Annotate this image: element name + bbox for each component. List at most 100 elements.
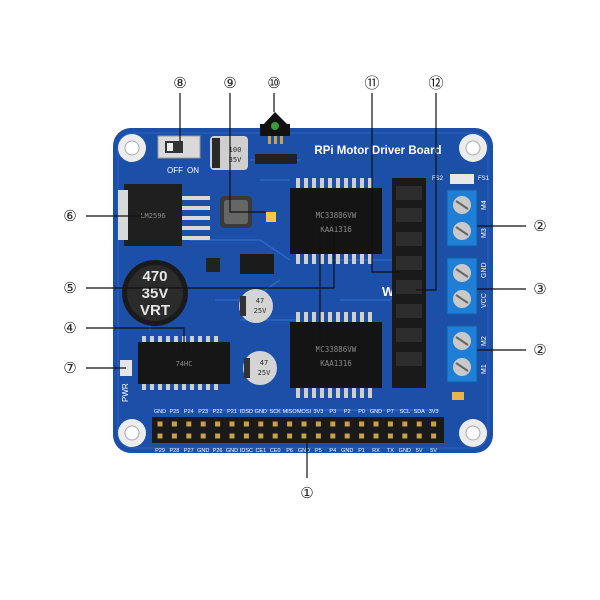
callout-6: ⑥ <box>63 207 76 225</box>
header-top-label: SCL <box>399 409 410 415</box>
header-bottom-label: CE1 <box>255 448 266 454</box>
gpio-header-body <box>152 417 444 443</box>
header-bottom-label: P5 <box>315 448 322 454</box>
gpio-pin <box>200 433 206 439</box>
diode-array <box>392 178 426 388</box>
callout-2-top: ② <box>533 217 546 235</box>
header-top-label: P2 <box>344 409 351 415</box>
header-top-label: 3V3 <box>314 409 324 415</box>
header-bottom-label: P28 <box>170 448 180 454</box>
board-title: RPi Motor Driver Board <box>314 145 441 157</box>
header-top-label: SDA <box>414 409 426 415</box>
power-led <box>266 212 276 222</box>
header-bottom-label: P27 <box>184 448 194 454</box>
ir-receiver <box>260 112 290 144</box>
driver-top-label: MC33886VW <box>316 211 357 220</box>
callout-1: ① <box>300 484 313 502</box>
gpio-pin <box>186 421 192 427</box>
header-bottom-label: GND <box>226 448 238 454</box>
callout-11: ⑪ <box>364 74 379 92</box>
big-cap-value: 470 <box>142 268 167 285</box>
header-bottom-label: P1 <box>358 448 365 454</box>
fuse-fs2-label: FS2 <box>432 176 444 182</box>
gpio-pin <box>229 421 235 427</box>
callout-10: ⑩ <box>267 74 280 92</box>
terminal-m3-label: M3 <box>481 228 488 238</box>
big-cap-brand: VRT <box>140 302 170 319</box>
header-bottom-label: RX <box>372 448 380 454</box>
gpio-pin <box>315 433 321 439</box>
header-bottom-label: TX <box>387 448 394 454</box>
terminal-vcc-label: VCC <box>481 293 488 308</box>
gpio-pin <box>359 433 365 439</box>
header-top-label: SCK <box>270 409 282 415</box>
header-top-label: P21 <box>227 409 237 415</box>
header-top-label: GND <box>370 409 382 415</box>
gpio-pin <box>186 433 192 439</box>
terminal-block-power[interactable] <box>446 257 478 315</box>
fuse-fs1-label: FS1 <box>478 176 490 182</box>
gpio-pin <box>387 433 393 439</box>
gpio-pin <box>258 433 264 439</box>
gpio-pin <box>215 433 221 439</box>
power-switch[interactable] <box>157 135 201 159</box>
driver-top-code: KAA1316 <box>320 225 352 234</box>
voltage-regulator: LM2596 <box>118 184 210 246</box>
gpio-pin <box>373 421 379 427</box>
gpio-pin <box>157 433 163 439</box>
gpio-pin <box>359 421 365 427</box>
gpio-pin <box>301 421 307 427</box>
switch-on-label: ON <box>187 166 199 175</box>
header-top-label: P24 <box>184 409 194 415</box>
gpio-pin <box>402 421 408 427</box>
header-bottom-label: GND <box>298 448 310 454</box>
gpio-pin <box>243 433 249 439</box>
header-bottom-label: P6 <box>286 448 293 454</box>
callout-9: ⑨ <box>223 74 236 92</box>
driver-chip-top: MC33886VW KAA1316 <box>290 178 382 264</box>
terminal-block-m3-m4[interactable] <box>446 189 478 247</box>
callout-leaders <box>86 93 526 478</box>
mounting-holes <box>118 134 487 447</box>
callout-2-bottom: ② <box>533 341 546 359</box>
header-top-label: P22 <box>213 409 223 415</box>
brand-logo: W <box>382 284 395 299</box>
gpio-pin <box>416 433 422 439</box>
callout-labels: ① ② ③ ② ④ ⑤ ⑥ ⑦ ⑧ ⑨ ⑩ ⑪ ⑫ <box>63 74 546 502</box>
gpio-pin <box>287 433 293 439</box>
gpio-pin <box>402 433 408 439</box>
gpio-pin <box>272 433 278 439</box>
callout-4: ④ <box>63 319 76 337</box>
gpio-pin <box>416 421 422 427</box>
terminal-block-m1-m2[interactable] <box>446 325 478 383</box>
header-top-label: MOSI <box>297 409 312 415</box>
fuse-fs1 <box>450 174 474 184</box>
header-bottom-label: IDSC <box>240 448 253 454</box>
big-capacitor: 470 35V VRT <box>122 260 188 326</box>
gpio-header <box>152 417 444 443</box>
small-cap-b-voltage: 25V <box>258 369 271 377</box>
callout-8: ⑧ <box>173 74 186 92</box>
header-bottom-label: CE0 <box>270 448 281 454</box>
gpio-pin <box>330 433 336 439</box>
pcb-edge <box>117 132 489 449</box>
header-bottom-label: P29 <box>155 448 165 454</box>
callout-12: ⑫ <box>428 74 443 92</box>
buffer-chip-pins <box>142 336 218 390</box>
gpio-pin <box>301 433 307 439</box>
gpio-pin <box>200 421 206 427</box>
callout-5: ⑤ <box>63 279 76 297</box>
gpio-pin <box>431 433 437 439</box>
header-top-label: GND <box>154 409 166 415</box>
gpio-pin <box>272 421 278 427</box>
top-capacitor: 100 35V <box>210 136 248 170</box>
header-bottom-label: P4 <box>329 448 336 454</box>
driver-bottom-code: KAA1316 <box>320 359 352 368</box>
gpio-pin <box>157 421 163 427</box>
gpio-pin <box>344 421 350 427</box>
header-top-label: 3V3 <box>429 409 439 415</box>
terminal-gnd-label: GND <box>481 262 488 278</box>
header-bottom-label: GND <box>341 448 353 454</box>
top-cap-value: 100 <box>229 146 242 154</box>
